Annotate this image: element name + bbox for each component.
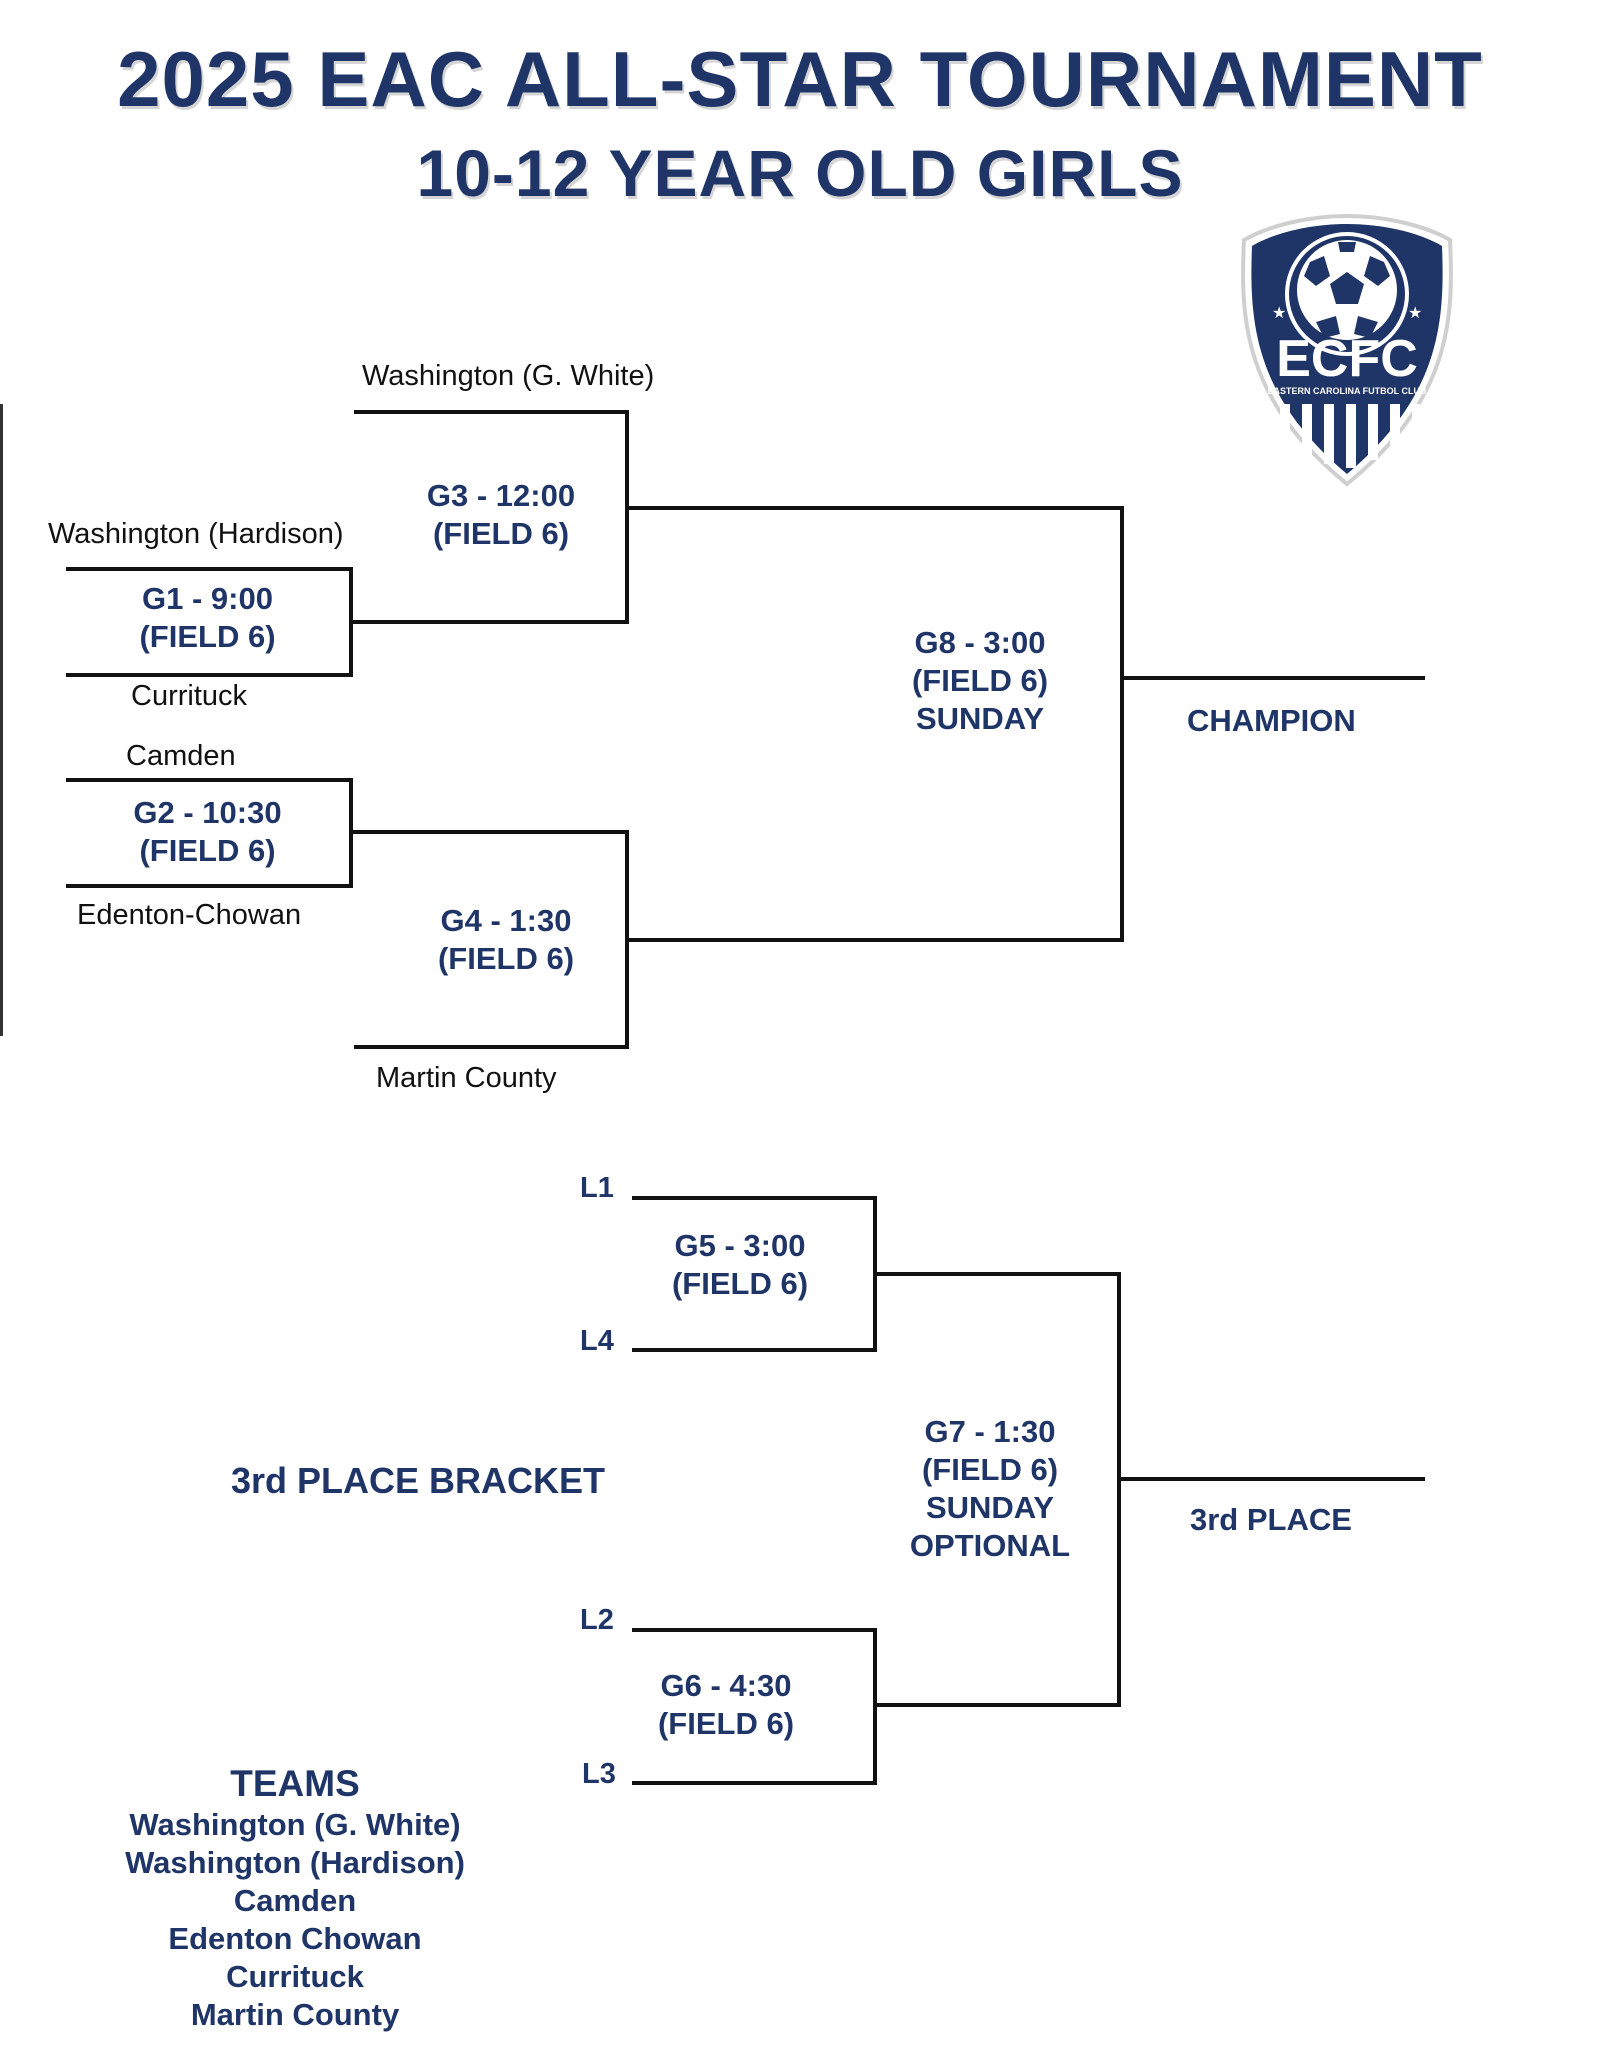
team-slot-g3-top: Washington (G. White) [362, 360, 655, 392]
game-g7: G7 - 1:30 (FIELD 6) SUNDAY OPTIONAL [880, 1413, 1100, 1565]
logo-abbr: ECFC [1276, 330, 1418, 388]
teams-title: TEAMS [230, 1763, 360, 1804]
game-g3-field: (FIELD 6) [432, 516, 570, 551]
game-g3-time: G3 - 12:00 [426, 478, 576, 513]
game-g7-time: G7 - 1:30 [924, 1414, 1056, 1449]
teams-list-item: Washington (G. White) [129, 1807, 461, 1842]
third-place-label: 3rd PLACE [1190, 1502, 1352, 1537]
game-g6: G6 - 4:30 (FIELD 6) [626, 1667, 826, 1743]
bracket-line-g6-out [873, 1703, 1121, 1707]
champion-label: CHAMPION [1187, 703, 1356, 738]
game-g1: G1 - 9:00 (FIELD 6) [66, 580, 349, 656]
bracket-line-g2-bottom [66, 884, 353, 888]
team-slot-g4-bottom: Martin County [376, 1062, 557, 1094]
slot-l1: L1 [580, 1172, 614, 1204]
bracket-line-g5-bottom [632, 1348, 877, 1352]
game-g6-field: (FIELD 6) [657, 1706, 795, 1741]
teams-list: TEAMS Washington (G. White) Washington (… [70, 1762, 520, 2034]
bracket-line-g5-top [632, 1196, 877, 1200]
slot-l4: L4 [580, 1325, 614, 1357]
bracket-line-g1-bottom [66, 673, 353, 677]
star-icon: ★ [1272, 303, 1286, 322]
game-g4-field: (FIELD 6) [437, 941, 575, 976]
bracket-line-g6-bottom [632, 1781, 877, 1785]
game-g5: G5 - 3:00 (FIELD 6) [640, 1227, 840, 1303]
game-g2-time: G2 - 10:30 [133, 795, 282, 830]
bracket-line-champion [1120, 676, 1425, 680]
page-title: 2025 EAC ALL-STAR TOURNAMENT [117, 35, 1483, 123]
third-place-bracket-title: 3rd PLACE BRACKET [231, 1460, 606, 1501]
game-g2-field: (FIELD 6) [139, 833, 276, 868]
bracket-line-g3-top [354, 410, 629, 414]
team-slot-g1-bottom: Currituck [131, 680, 248, 712]
game-g8: G8 - 3:00 (FIELD 6) SUNDAY [860, 624, 1100, 738]
game-g3: G3 - 12:00 (FIELD 6) [380, 477, 622, 553]
game-g5-time: G5 - 3:00 [674, 1228, 806, 1263]
bracket-line-g7-vertical [1117, 1272, 1121, 1707]
teams-list-item: Washington (Hardison) [125, 1845, 465, 1880]
game-g7-field: (FIELD 6) [921, 1452, 1059, 1487]
teams-list-item: Camden [233, 1883, 357, 1918]
bracket-line-g3-bottom [350, 620, 629, 624]
bracket-line-g3-vertical [625, 410, 629, 624]
game-g7-day: SUNDAY [925, 1490, 1055, 1525]
soccer-ball-icon [1297, 240, 1397, 340]
bracket-line-g8-vertical [1120, 506, 1124, 942]
game-g5-field: (FIELD 6) [671, 1266, 809, 1301]
game-g8-day: SUNDAY [915, 701, 1045, 736]
bracket-line-g4-top [350, 830, 629, 834]
game-g7-note: OPTIONAL [909, 1528, 1071, 1563]
game-g4-time: G4 - 1:30 [440, 903, 572, 938]
bracket-line-g3-out [625, 506, 1124, 510]
star-icon: ★ [1408, 303, 1422, 322]
game-g4: G4 - 1:30 (FIELD 6) [385, 902, 627, 978]
slot-l2: L2 [580, 1604, 614, 1636]
ecfc-logo: ★ ★ ECFC EASTERN CAROLINA FUTBOL CLUB [1236, 210, 1458, 490]
game-g1-field: (FIELD 6) [139, 619, 276, 654]
game-g8-time: G8 - 3:00 [914, 625, 1046, 660]
page-subtitle: 10-12 YEAR OLD GIRLS [416, 136, 1184, 210]
game-g6-time: G6 - 4:30 [660, 1668, 792, 1703]
bracket-line-g4-out [625, 938, 1124, 942]
team-slot-g1-top: Washington (Hardison) [48, 518, 344, 550]
bracket-line-g1-top [66, 567, 353, 571]
logo-club-name: EASTERN CAROLINA FUTBOL CLUB [1268, 386, 1427, 396]
bracket-line-g5-out [873, 1272, 1121, 1276]
bracket-line-g6-top [632, 1628, 877, 1632]
slot-l3: L3 [582, 1758, 616, 1790]
bracket-line-g2-top [66, 778, 353, 782]
game-g1-time: G1 - 9:00 [142, 581, 273, 616]
page-edge-line [0, 404, 3, 1036]
bracket-line-third-place [1117, 1477, 1425, 1481]
game-g2: G2 - 10:30 (FIELD 6) [66, 794, 349, 870]
teams-list-item: Currituck [226, 1959, 364, 1994]
game-g8-field: (FIELD 6) [911, 663, 1049, 698]
teams-list-item: Martin County [190, 1997, 400, 2032]
team-slot-g2-top: Camden [126, 740, 236, 772]
teams-list-item: Edenton Chowan [168, 1921, 422, 1956]
shield-crest-icon: ★ ★ ECFC EASTERN CAROLINA FUTBOL CLUB [1241, 213, 1453, 487]
team-slot-g2-bottom: Edenton-Chowan [77, 899, 302, 931]
bracket-line-g4-bottom [354, 1045, 629, 1049]
